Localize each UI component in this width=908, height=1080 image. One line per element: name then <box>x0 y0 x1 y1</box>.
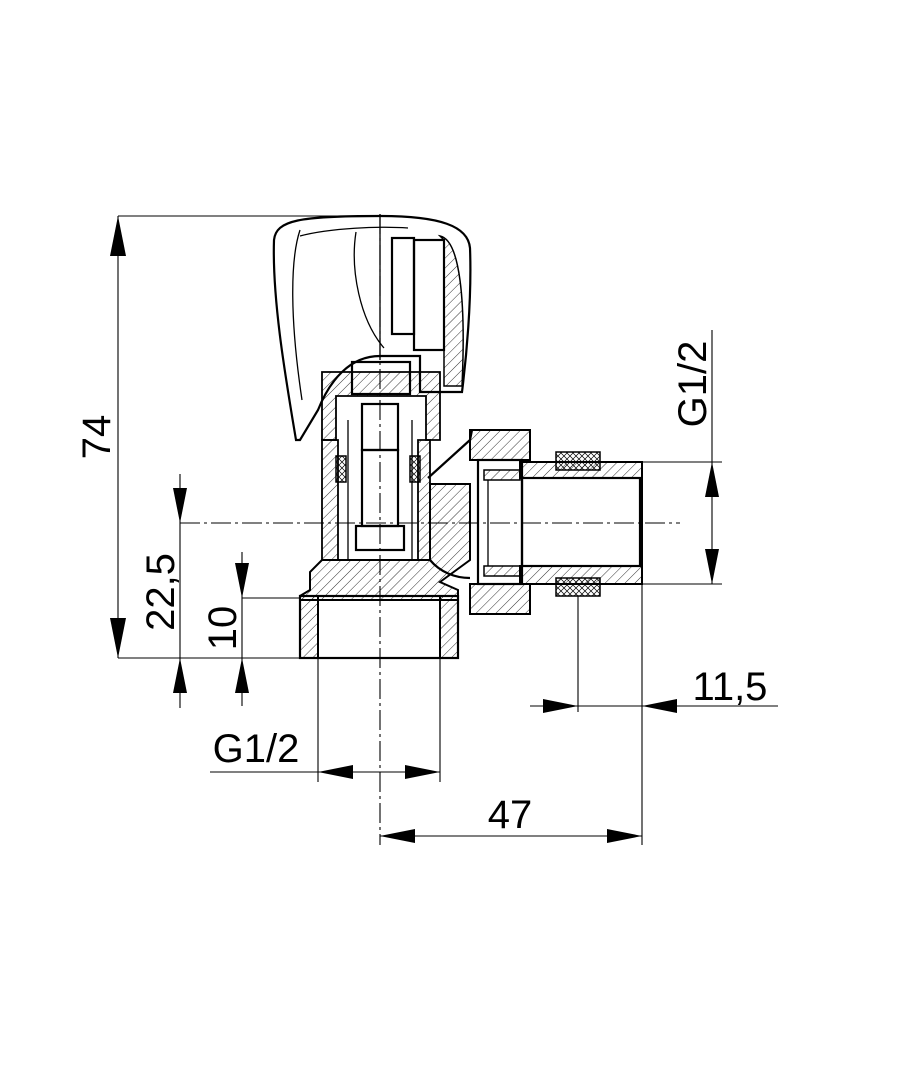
dim-label-47: 47 <box>488 793 533 837</box>
union-nipple <box>469 429 643 615</box>
dim-label-74: 74 <box>75 415 119 460</box>
dimension-total-height: 74 <box>75 215 380 659</box>
dimension-nipple-length: 11,5 <box>530 596 778 713</box>
dim-label-22-5: 22,5 <box>139 553 183 631</box>
dimension-side-thread: G1/2 <box>642 330 722 585</box>
dim-label-10: 10 <box>201 606 245 651</box>
handle-knob <box>272 214 472 442</box>
dim-label-11-5: 11,5 <box>693 665 768 709</box>
dim-label-side-g12: G1/2 <box>671 341 715 428</box>
stem-bonnet <box>321 360 441 561</box>
dimension-bottom-thread: G1/2 <box>210 658 441 782</box>
dimension-axis-to-end: 47 <box>380 584 643 845</box>
dimension-axis-height: 22,5 <box>139 474 187 708</box>
dimension-thread-height: 10 <box>201 552 300 706</box>
dim-label-bottom-g12: G1/2 <box>213 727 300 771</box>
center-lines <box>180 214 680 845</box>
